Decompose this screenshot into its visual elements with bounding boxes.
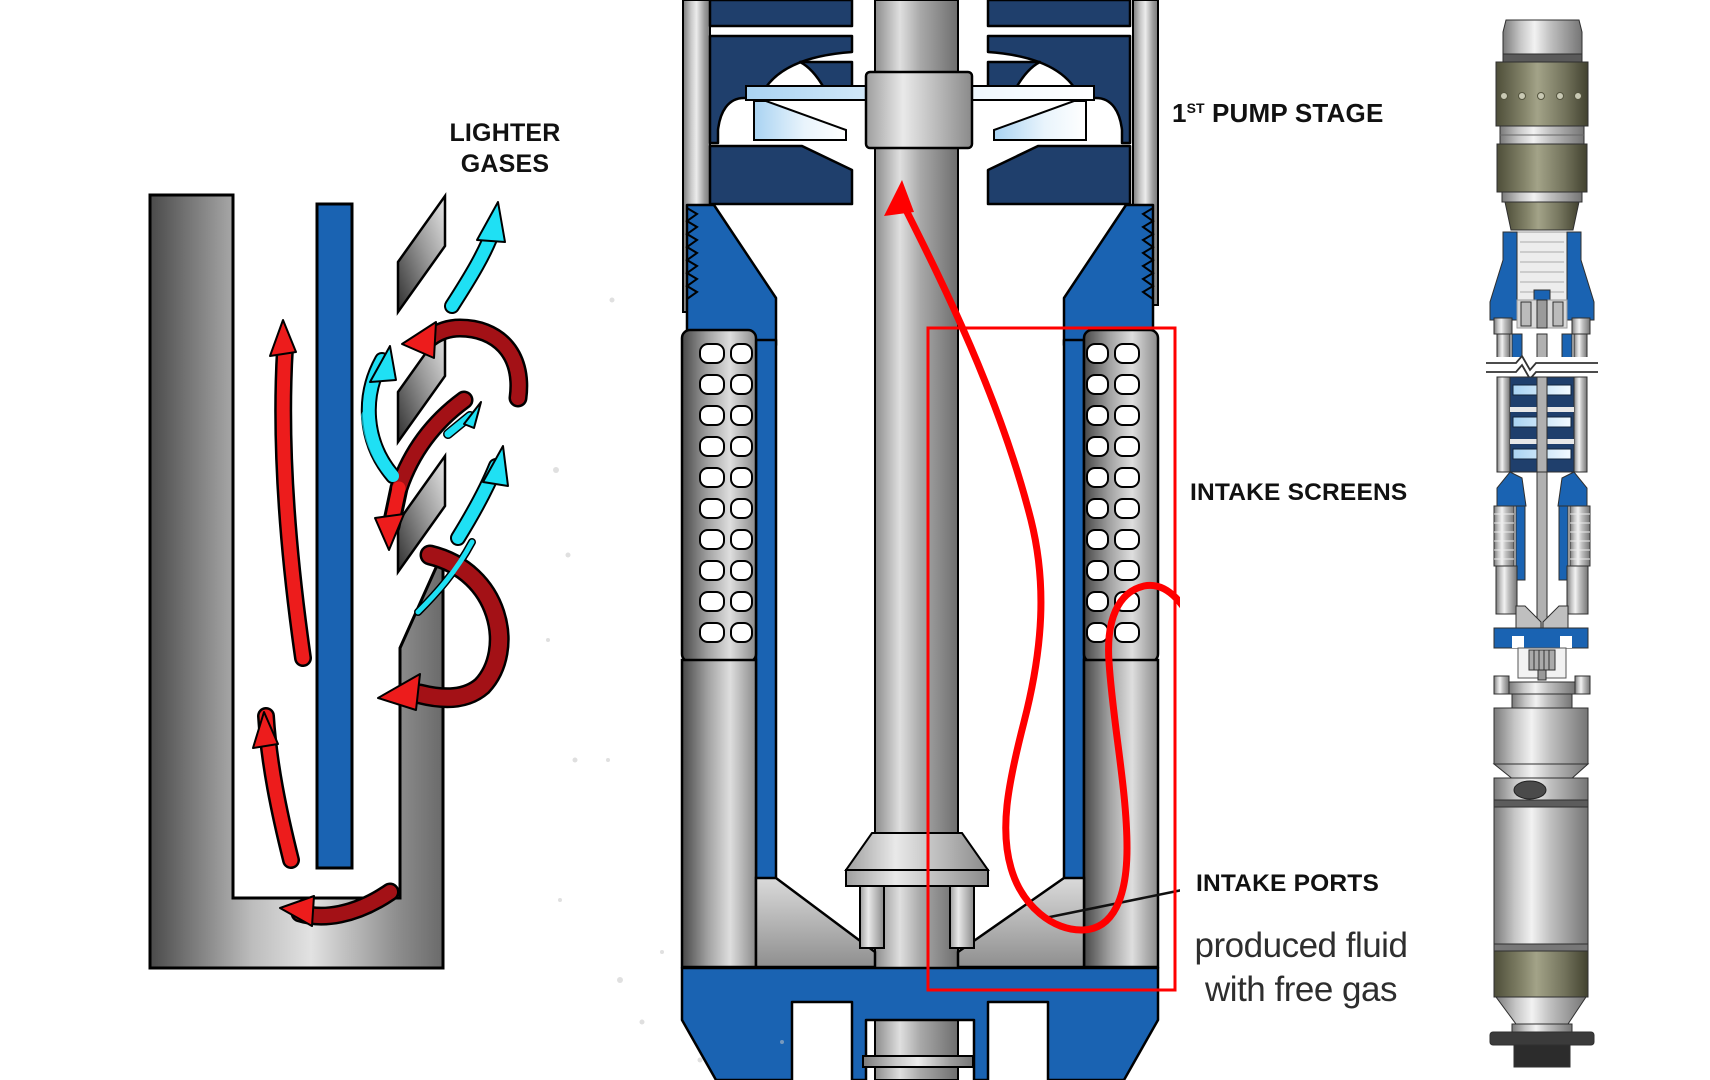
fluid-arrow-louver-mid [392,393,471,495]
heavy-fluid-arrows [293,320,526,924]
rivets [1500,92,1582,100]
speckles [606,297,784,1063]
pump-stage-text: PUMP STAGE [1204,98,1384,128]
threads-right [1141,207,1155,300]
fluid-arrow-louver-low [412,547,508,706]
bottom-flange [1489,1031,1595,1046]
shaft-coupling [844,832,990,949]
fluid-arrow-louver-top [423,320,526,405]
intake-screens-label: INTAKE SCREENS [1190,479,1408,506]
shaft-flange [862,1055,974,1068]
lower-column-left [680,658,758,969]
shaft-collar [864,70,974,150]
speckles [546,467,578,902]
intake-taper-left [685,203,778,347]
motor-body [1493,806,1589,948]
intake-screens [680,328,1160,664]
red-arrowheads [252,319,437,927]
pump-assembly [1486,19,1598,1068]
flow-arrowhead [884,180,914,216]
discharge-head [1502,19,1583,57]
dip-tube [315,202,354,870]
intake-housing [680,203,1160,1080]
lighter-gases-label: LIGHTER GASES [432,118,578,180]
intake-ports-label: INTAKE PORTS [1196,870,1379,897]
intake-wall-right [1062,338,1086,882]
louver-plates [396,192,447,576]
lower-column-right [1082,658,1160,969]
motor-port [1513,780,1547,800]
lighter-gases-line2: GASES [460,150,550,178]
flow-path [897,196,1180,934]
lighter-gases-line1: LIGHTER [449,119,561,147]
annotation-box [926,326,1177,992]
produced-fluid-line1: produced fluid [1194,926,1408,965]
intake-base [680,966,1160,1080]
louver-plate [396,192,447,316]
fluid-arrow-up-1 [276,341,310,665]
seal-cutaway-blue [1489,231,1595,321]
intake-taper-right [1062,203,1155,347]
intake-port-funnel-left [754,876,877,969]
motor-base-band [1493,950,1589,998]
pump-stage-ordinal: ST [1186,100,1205,116]
gas-streak-down [415,539,475,615]
shrouded-wellbore-diagram [148,192,578,970]
pump-shaft [874,0,959,1080]
pump-stage-bodies [708,0,1132,206]
intake-wall-left [754,338,778,882]
pump-stage-num: 1 [1172,98,1187,128]
mini-intake-blue [1496,471,1588,581]
protector-body [1493,707,1589,765]
produced-fluid-line2: with free gas [1205,970,1397,1009]
threads-left [685,207,699,300]
pump-stage-label: 1ST PUMP STAGE [1172,98,1384,129]
produced-fluid-label: produced fluid with free gas [1176,924,1426,1012]
bottom-stub [1513,1044,1571,1068]
cyan-arrowheads [369,201,509,487]
louver-plate [396,452,447,576]
pump-intake-cross-section [606,0,1180,1080]
intake-port-funnel-right [956,876,1086,969]
shroud-casing [148,193,445,970]
esp-pump-assembly-rendering [1486,19,1598,1068]
break-band [1486,357,1598,377]
gas-arrow-small [444,412,474,438]
